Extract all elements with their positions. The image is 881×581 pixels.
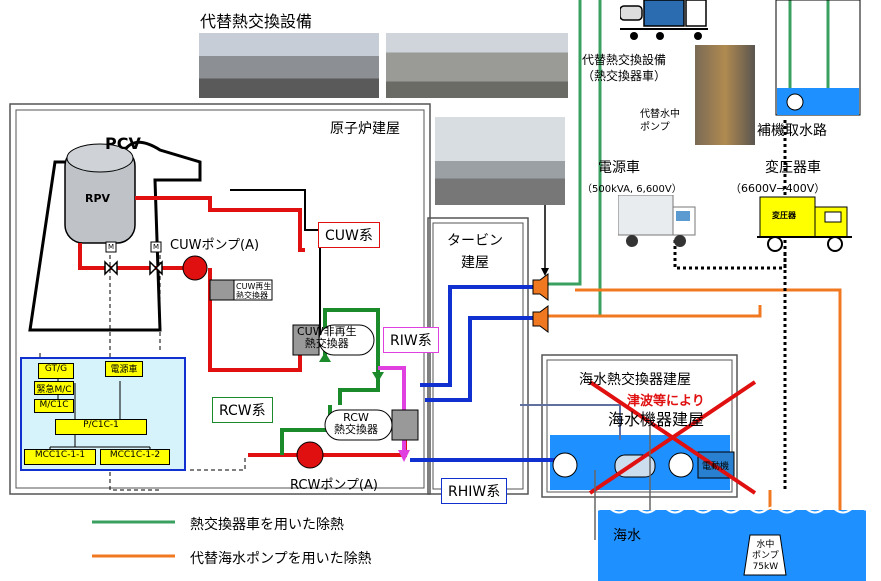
hx-truck-label: 代替熱交換設備 （熱交換器車）: [582, 53, 667, 83]
pcv-label: PCV: [105, 134, 141, 153]
sw-hx-building-label: 海水熱交換器建屋: [579, 372, 691, 388]
turbine-building-label: タービン 建屋: [447, 233, 503, 271]
power-car-box: 電源車: [105, 361, 143, 377]
alt-pump-label: 代替水中 ポンプ: [640, 109, 680, 133]
rhiw-system-label: RHIW系: [441, 478, 508, 504]
power-car-spec: （500kVA, 6,600V）: [582, 184, 682, 195]
mcc1-box: MCC1C-1-1: [24, 449, 96, 465]
hx-truck-icon: [619, 0, 710, 40]
transformer-car-spec: （6600V→400V）: [730, 182, 826, 195]
transformer-car-label: 変圧器車: [765, 160, 821, 176]
cuw-regen-hx-label: CUW再生 熱交換器: [236, 282, 272, 300]
motor-valve-2: M: [153, 243, 160, 251]
reactor-building-label: 原子炉建屋: [330, 121, 400, 137]
intake-label: 補機取水路: [757, 123, 827, 139]
seawater-label: 海水: [613, 528, 641, 544]
rcw-system-label: RCW系: [212, 397, 273, 423]
cuw-nonregen-hx-label: CUW非再生 熱交換器: [297, 325, 357, 350]
cuw-system-label: CUW系: [318, 222, 380, 248]
pc1c1-box: P/C1C-1: [55, 419, 147, 435]
photo-hx-container-1: [199, 33, 379, 98]
motor-label: 電動機: [702, 462, 730, 472]
motor-valve-1: M: [108, 243, 115, 251]
riw-system-label: RIW系: [383, 327, 439, 353]
rcw-pump-label: RCWポンプ(A): [290, 478, 378, 493]
rpv-label: RPV: [85, 192, 111, 205]
power-car-label: 電源車: [598, 160, 640, 176]
tsunami-note: 津波等により: [627, 394, 705, 409]
cuw-pump-label: CUWポンプ(A): [170, 238, 260, 253]
sw-equipment-building-label: 海水機器建屋: [608, 410, 705, 429]
power-car-icon: [617, 194, 698, 250]
alt-hx-title: 代替熱交換設備: [200, 12, 313, 31]
mcc2-box: MCC1C-1-2: [100, 449, 170, 465]
emergency-mc-box: 緊急M/C: [34, 381, 74, 395]
submersible-pump-label: 水中 ポンプ 75kW: [752, 540, 779, 572]
gtg-box: GT/G: [38, 363, 74, 379]
mc1c-box: M/C1C: [34, 399, 74, 413]
photo-hx-container-2: [386, 33, 568, 98]
legend-hx-truck: 熱交換器車を用いた除熱: [190, 517, 344, 533]
photo-piping: [435, 117, 565, 205]
rcw-hx-label: RCW 熱交換器: [334, 411, 378, 436]
transformer-body-label: 変圧器: [772, 211, 796, 220]
transformer-car-icon: [755, 192, 855, 257]
legend-alt-pump: 代替海水ポンプを用いた除熱: [190, 551, 372, 567]
photo-submersible-pump: [695, 45, 755, 145]
